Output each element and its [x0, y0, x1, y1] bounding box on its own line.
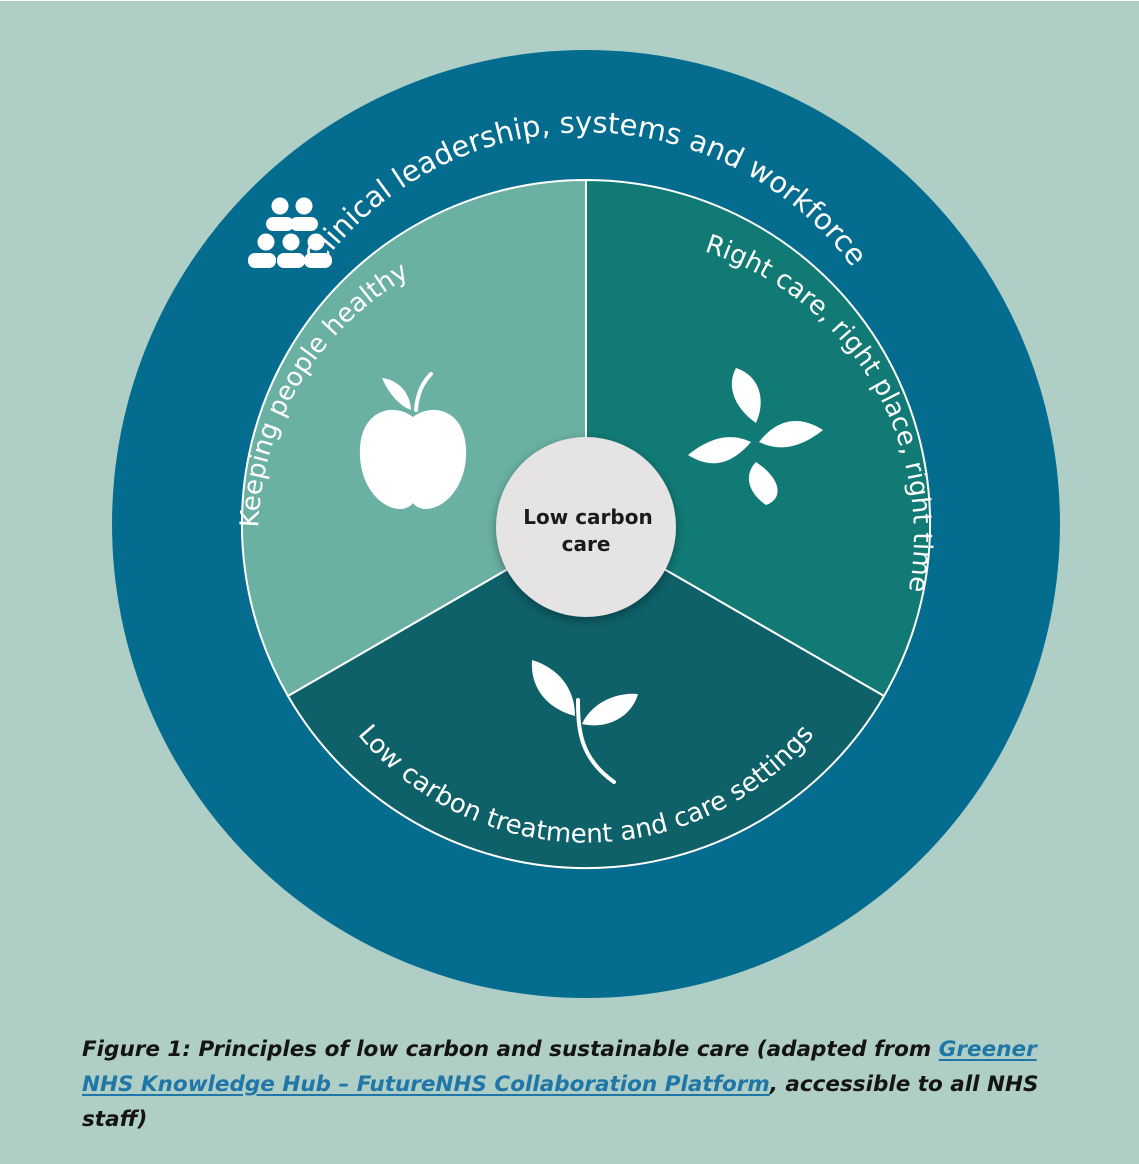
caption-suffix: , accessible to all NHS staff)	[82, 1072, 1039, 1132]
center-label-line1: Low carbon	[523, 505, 652, 529]
caption-prefix: Figure 1: Principles of low carbon and s…	[82, 1037, 939, 1062]
apple-icon	[359, 372, 467, 510]
caption-link[interactable]: Greener NHS Knowledge Hub – FutureNHS Co…	[82, 1037, 1037, 1097]
top-divider	[0, 0, 1139, 1]
center-label-line2: care	[562, 532, 611, 556]
four-petal-flower-icon	[688, 368, 823, 505]
figure-caption: Figure 1: Principles of low carbon and s…	[82, 1032, 1082, 1137]
seedling-icon	[531, 660, 638, 784]
people-group-icon	[248, 197, 332, 268]
segment-low-carbon-treatment	[286, 522, 886, 870]
center-circle	[496, 437, 676, 617]
principles-diagram: Clinical leadership, systems and workfor…	[112, 50, 1060, 998]
segment-right-care	[585, 178, 932, 698]
